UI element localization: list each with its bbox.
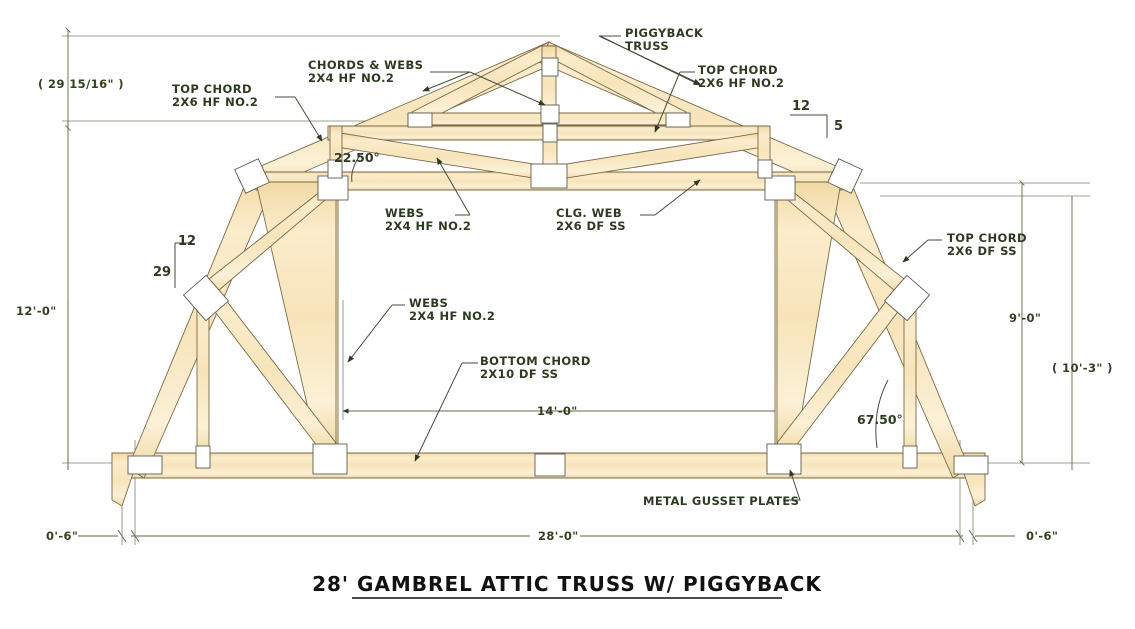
bottom-chord-label-line2: 2X10 DF SS bbox=[480, 367, 558, 381]
angle-lower-chord: 67.50° bbox=[857, 412, 903, 427]
gusset-plate-chord-break-left bbox=[234, 158, 270, 194]
webs-upper-label-line1: WEBS bbox=[385, 206, 424, 220]
pitch-symbol-lower bbox=[174, 242, 192, 288]
gusset-plate-attic-corner-left bbox=[317, 175, 349, 201]
gusset-plate-piggyback-apex bbox=[541, 57, 559, 77]
dim-overhang-left: 0'-6" bbox=[46, 529, 78, 543]
gusset-plate-piggyback-heel-left bbox=[407, 112, 433, 128]
gusset-plate-clgweb-left bbox=[327, 159, 343, 179]
top-chord-left-label-line1: TOP CHORD bbox=[172, 82, 252, 96]
clg-web-label-line2: 2X6 DF SS bbox=[556, 219, 626, 233]
dim-interior-span: 14'-0" bbox=[537, 404, 578, 418]
truss-assembly bbox=[111, 41, 989, 507]
dim-overhang-right: 0'-6" bbox=[1026, 529, 1058, 543]
piggyback-truss-label-line2: TRUSS bbox=[625, 39, 669, 53]
chords-webs-label-line2: 2X4 HF NO.2 bbox=[308, 71, 394, 85]
dim-left-height: 12'-0" bbox=[16, 304, 57, 318]
pitch-upper-run: 5 bbox=[834, 119, 843, 134]
gusset-plate-center-joint bbox=[530, 163, 568, 189]
gusset-plate-attic-post-right bbox=[766, 443, 802, 475]
piggyback-top-chord-left bbox=[411, 41, 556, 125]
webs-upper-label-line2: 2X4 HF NO.2 bbox=[385, 219, 471, 233]
piggyback-truss-label-line1: PIGGYBACK bbox=[625, 26, 704, 40]
gusset-plate-attic-corner-right bbox=[764, 175, 796, 201]
metal-gusset-plates-label: METAL GUSSET PLATES bbox=[643, 494, 799, 508]
webs-lower-label-line2: 2X4 HF NO.2 bbox=[409, 309, 495, 323]
gusset-plate-heel-post-left bbox=[195, 445, 211, 469]
gusset-plate-chord-break-right bbox=[827, 158, 863, 194]
gusset-plate-attic-post-left bbox=[312, 443, 348, 475]
drawing-title: 28' GAMBREL ATTIC TRUSS W/ PIGGYBACK bbox=[312, 572, 822, 596]
top-chord-left-label-line2: 2X6 HF NO.2 bbox=[172, 95, 258, 109]
dim-right-paren-height: ( 10'-3" ) bbox=[1052, 361, 1113, 375]
leader-lines bbox=[275, 35, 942, 501]
webs-lower-label-line1: WEBS bbox=[409, 296, 448, 310]
gusset-plate-bottom-right-heel bbox=[953, 455, 989, 475]
lower-top-chord-right bbox=[823, 174, 970, 479]
top-chord-lower-right-label-line1: TOP CHORD bbox=[947, 231, 1027, 245]
pitch-lower-rise: 12 bbox=[178, 234, 196, 249]
top-chord-upper-right-label-line2: 2X6 HF NO.2 bbox=[698, 76, 784, 90]
top-chord-lower-right-label-line2: 2X6 DF SS bbox=[947, 244, 1017, 258]
pitch-upper-rise: 12 bbox=[792, 99, 810, 114]
gusset-plate-center-bottom bbox=[534, 453, 566, 477]
gusset-plate-piggyback-heel-right bbox=[665, 112, 691, 128]
bottom-chord-label-line1: BOTTOM CHORD bbox=[480, 354, 591, 368]
clg-web-label-line1: CLG. WEB bbox=[556, 206, 622, 220]
gusset-plate-center-web-top bbox=[542, 123, 558, 143]
gusset-plate-clgweb-right bbox=[757, 159, 773, 179]
top-chord-upper-right-label-line1: TOP CHORD bbox=[698, 63, 778, 77]
pitch-symbol-upper bbox=[790, 114, 828, 138]
chords-webs-label-line1: CHORDS & WEBS bbox=[308, 58, 423, 72]
gusset-plate-knee-left bbox=[182, 274, 230, 322]
gusset-plate-heel-post-right bbox=[902, 445, 918, 469]
angle-upper-chord: 22.50° bbox=[334, 150, 380, 165]
gusset-plate-bottom-left-heel bbox=[127, 455, 163, 475]
pitch-lower-run: 29 bbox=[153, 265, 171, 280]
piggyback-top-chord-right bbox=[542, 41, 687, 125]
text-annotations: PIGGYBACK TRUSS CHORDS & WEBS 2X4 HF NO.… bbox=[16, 26, 1113, 543]
drawing-title-group: 28' GAMBREL ATTIC TRUSS W/ PIGGYBACK bbox=[312, 572, 822, 599]
dim-top-left-paren: ( 29 15/16" ) bbox=[38, 77, 124, 91]
gusset-plate-piggyback-kingpost bbox=[540, 104, 560, 124]
dim-right-height: 9'-0" bbox=[1009, 311, 1041, 325]
gusset-plate-knee-right bbox=[883, 274, 931, 322]
dim-overall-span: 28'-0" bbox=[538, 529, 579, 543]
